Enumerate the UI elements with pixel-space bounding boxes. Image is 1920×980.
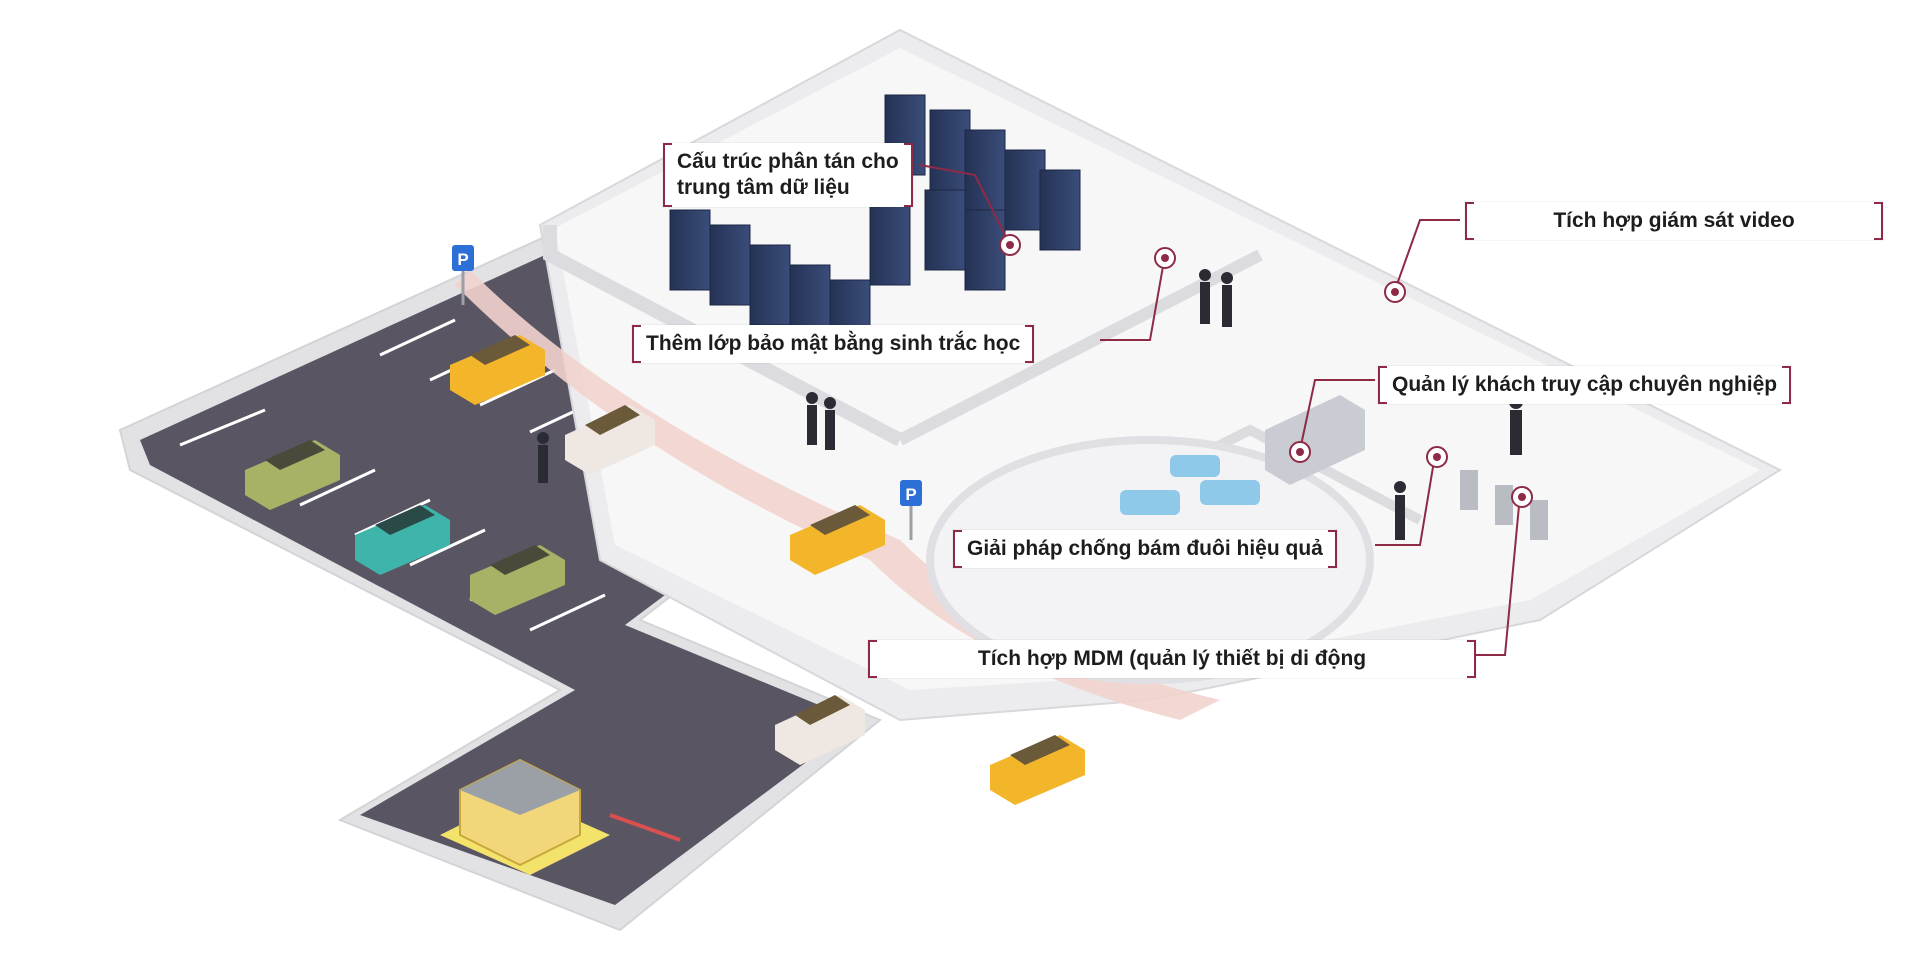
people	[537, 269, 1523, 540]
marker-biometric-icon	[1154, 247, 1176, 269]
car-green-2	[470, 545, 565, 615]
parking-sign-label: P	[457, 250, 468, 269]
marker-video-icon	[1384, 281, 1406, 303]
car-yellow-1	[450, 335, 545, 405]
car-green-1	[245, 440, 340, 510]
parking-sign-label: P	[905, 485, 916, 504]
turnstiles	[1460, 470, 1548, 540]
callout-distributed-data-center: Cấu trúc phân tán cho trung tâm dữ liệu	[663, 143, 913, 207]
parking-sign-1: P	[452, 245, 474, 305]
callout-visitor-management: Quản lý khách truy cập chuyên nghiệp	[1378, 366, 1792, 404]
car-yellow-2	[790, 505, 885, 575]
markers	[999, 234, 1533, 508]
callout-biometric-security: Thêm lớp bảo mật bằng sinh trắc học	[632, 325, 1035, 363]
callout-connectors	[919, 164, 1521, 656]
marker-distributed-dc-icon	[999, 234, 1021, 256]
marker-visitor-icon	[1289, 441, 1311, 463]
car-white-1	[565, 405, 655, 475]
marker-anti-tailgating-icon	[1426, 446, 1448, 468]
reception-area	[1120, 395, 1365, 515]
marker-mdm-icon	[1511, 486, 1533, 508]
callout-anti-tailgating: Giải pháp chống bám đuôi hiệu quả	[953, 530, 1337, 568]
parking-sign-2: P	[900, 480, 922, 540]
cars	[245, 335, 1085, 805]
car-teal	[355, 505, 450, 575]
callout-video-surveillance: Tích hợp giám sát video	[1465, 202, 1883, 240]
guard-booth	[440, 758, 681, 875]
callout-mdm-integration: Tích hợp MDM (quản lý thiết bị di động	[868, 640, 1476, 678]
car-white-2	[775, 695, 865, 765]
car-yellow-3	[990, 735, 1085, 805]
